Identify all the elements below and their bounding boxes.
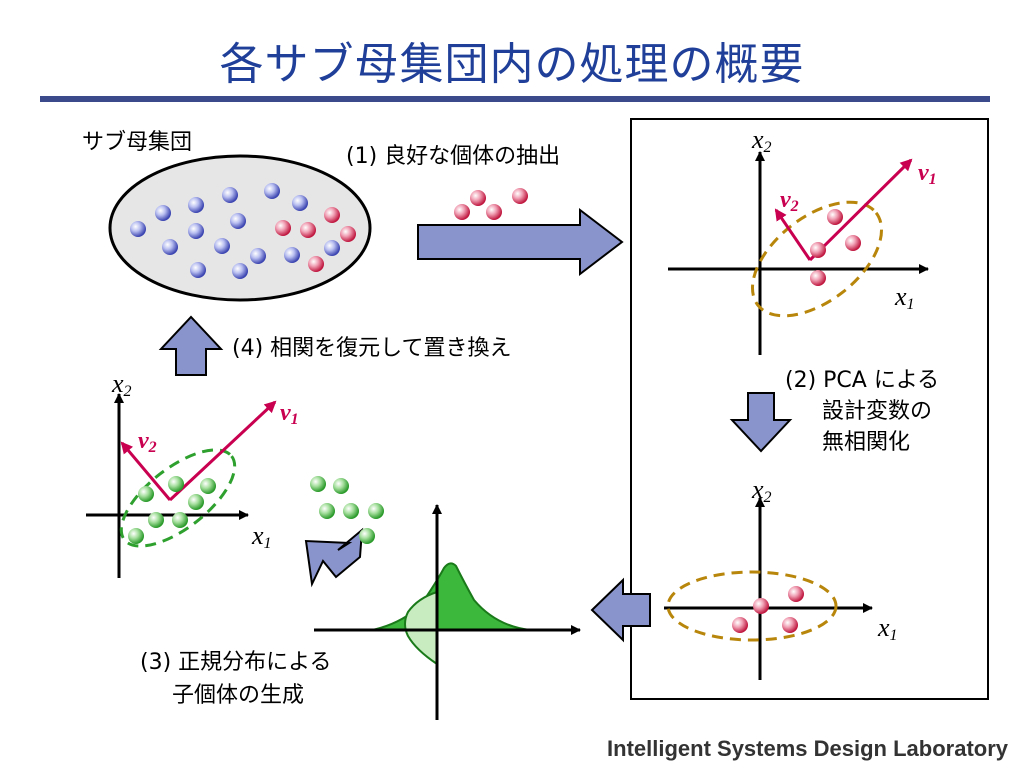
step2-arrow — [729, 392, 793, 453]
v1-label-top: v1 — [918, 160, 937, 188]
correlated-plot — [668, 151, 929, 355]
generated-dots — [310, 476, 384, 544]
restored-plot — [86, 393, 277, 578]
step3-label-line2: 子個体の生成 — [172, 683, 305, 708]
v1-label-left: v1 — [280, 400, 299, 428]
title-underline — [40, 96, 990, 102]
axis-label-x2-left: x2 — [111, 369, 132, 400]
subpopulation-label: サブ母集団 — [82, 130, 193, 155]
lab-footer: Intelligent Systems Design Laboratory — [607, 736, 1008, 761]
step2-label-line2: 設計変数の — [822, 399, 933, 424]
axis-label-x1-bottom: x1 — [877, 613, 898, 644]
axis-label-x2-top: x2 — [751, 125, 772, 156]
step4-label: (4) 相関を復元して置き換え — [232, 336, 512, 361]
gaussian-plot — [314, 504, 581, 720]
decorrelated-plot — [664, 497, 873, 680]
axis-label-x1-left: x1 — [251, 521, 272, 552]
step4-arrow — [158, 315, 224, 376]
extracted-dots — [454, 188, 528, 220]
left-arrow — [590, 577, 651, 643]
step2-label-line3: 無相関化 — [822, 430, 911, 455]
diagonal-arrow — [304, 527, 364, 588]
axis-label-x2-bottom: x2 — [751, 475, 772, 506]
v2-label-left: v2 — [138, 428, 157, 456]
step1-arrow — [417, 207, 624, 277]
subpopulation-dots — [130, 183, 356, 279]
step2-label-line1: (2) PCA による — [785, 368, 940, 393]
axis-label-x1-top: x1 — [894, 282, 915, 313]
v2-label-top: v2 — [780, 187, 799, 215]
step3-label-line1: (3) 正規分布による — [140, 650, 332, 675]
pca-frame — [630, 118, 989, 700]
page-title: 各サブ母集団内の処理の概要 — [219, 39, 805, 90]
step1-label: (1) 良好な個体の抽出 — [346, 144, 561, 169]
